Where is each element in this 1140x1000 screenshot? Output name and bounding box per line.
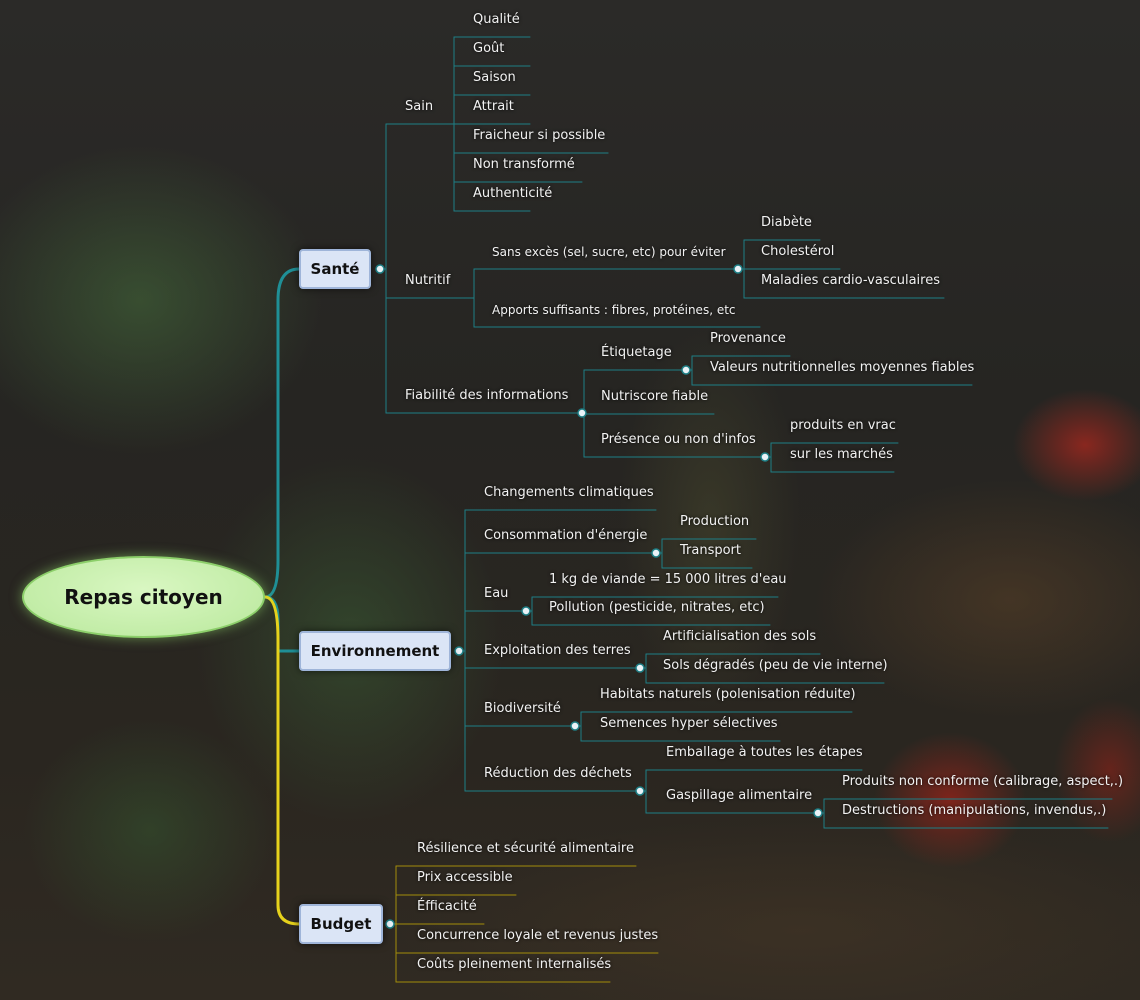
collapse-toggle-icon[interactable] bbox=[635, 663, 645, 673]
node-artificialisation[interactable]: Artificialisation des sols bbox=[663, 629, 817, 644]
collapse-toggle-icon[interactable] bbox=[570, 721, 580, 731]
node-changements-climatiques[interactable]: Changements climatiques bbox=[484, 485, 654, 500]
node-production[interactable]: Production bbox=[680, 514, 750, 529]
collapse-toggle-icon[interactable] bbox=[681, 365, 691, 375]
topic-sante-label: Santé bbox=[310, 260, 360, 278]
node-nutriscore[interactable]: Nutriscore fiable bbox=[601, 389, 709, 404]
topic-environnement[interactable]: Environnement bbox=[299, 631, 451, 671]
node-marches[interactable]: sur les marchés bbox=[790, 447, 893, 462]
node-efficacite[interactable]: Éfficacité bbox=[417, 899, 477, 914]
node-attrait[interactable]: Attrait bbox=[473, 99, 514, 114]
node-emballage[interactable]: Emballage à toutes les étapes bbox=[666, 745, 863, 760]
topic-budget[interactable]: Budget bbox=[299, 904, 383, 944]
collapse-toggle-icon[interactable] bbox=[577, 408, 587, 418]
node-pollution[interactable]: Pollution (pesticide, nitrates, etc) bbox=[549, 600, 765, 615]
node-sain[interactable]: Sain bbox=[405, 99, 434, 114]
node-gaspillage[interactable]: Gaspillage alimentaire bbox=[666, 788, 813, 803]
node-consommation-energie[interactable]: Consommation d'énergie bbox=[484, 528, 648, 543]
branch-sante bbox=[263, 267, 301, 599]
node-exploitation-terres[interactable]: Exploitation des terres bbox=[484, 643, 631, 658]
node-gout[interactable]: Goût bbox=[473, 41, 505, 56]
collapse-toggle-icon[interactable] bbox=[375, 264, 385, 274]
collapse-toggle-icon[interactable] bbox=[733, 264, 743, 274]
node-apports-suffisants[interactable]: Apports suffisants : fibres, protéines, … bbox=[492, 303, 736, 317]
node-fraicheur[interactable]: Fraicheur si possible bbox=[473, 128, 606, 143]
node-sols-degrades[interactable]: Sols dégradés (peu de vie interne) bbox=[663, 658, 888, 673]
collapse-toggle-icon[interactable] bbox=[635, 786, 645, 796]
node-biodiversite[interactable]: Biodiversité bbox=[484, 701, 561, 716]
collapse-toggle-icon[interactable] bbox=[454, 646, 464, 656]
node-diabete[interactable]: Diabète bbox=[761, 215, 812, 230]
branch-budget bbox=[263, 595, 301, 926]
collapse-toggle-icon[interactable] bbox=[651, 548, 661, 558]
collapse-toggle-icon[interactable] bbox=[813, 808, 823, 818]
node-maladies-cardio[interactable]: Maladies cardio-vasculaires bbox=[761, 273, 940, 288]
node-couts[interactable]: Coûts pleinement internalisés bbox=[417, 957, 612, 972]
node-sans-exces[interactable]: Sans excès (sel, sucre, etc) pour éviter bbox=[492, 245, 726, 259]
branch-environnement bbox=[263, 595, 301, 653]
node-etiquetage[interactable]: Étiquetage bbox=[601, 345, 672, 360]
node-provenance[interactable]: Provenance bbox=[710, 331, 786, 346]
node-non-transforme[interactable]: Non transformé bbox=[473, 157, 575, 172]
node-valeurs-nutritionnelles[interactable]: Valeurs nutritionnelles moyennes fiables bbox=[710, 360, 975, 375]
node-nutritif[interactable]: Nutritif bbox=[405, 273, 451, 288]
topic-sante[interactable]: Santé bbox=[299, 249, 371, 289]
node-transport[interactable]: Transport bbox=[680, 543, 742, 558]
node-presence-infos[interactable]: Présence ou non d'infos bbox=[601, 432, 756, 447]
node-resilience[interactable]: Résilience et sécurité alimentaire bbox=[417, 841, 634, 856]
node-saison[interactable]: Saison bbox=[473, 70, 516, 85]
node-semences[interactable]: Semences hyper sélectives bbox=[600, 716, 778, 731]
topic-environnement-label: Environnement bbox=[310, 642, 440, 660]
node-reduction-dechets[interactable]: Réduction des déchets bbox=[484, 766, 632, 781]
node-eau[interactable]: Eau bbox=[484, 586, 509, 601]
root-topic-label: Repas citoyen bbox=[64, 585, 223, 609]
node-prix-accessible[interactable]: Prix accessible bbox=[417, 870, 513, 885]
topic-budget-label: Budget bbox=[310, 915, 372, 933]
root-topic[interactable]: Repas citoyen bbox=[22, 556, 265, 638]
node-habitats[interactable]: Habitats naturels (polenisation réduite) bbox=[600, 687, 856, 702]
node-fiabilite[interactable]: Fiabilité des informations bbox=[405, 388, 569, 403]
node-qualite[interactable]: Qualité bbox=[473, 12, 520, 27]
node-cholesterol[interactable]: Cholestérol bbox=[761, 244, 835, 259]
node-concurrence[interactable]: Concurrence loyale et revenus justes bbox=[417, 928, 659, 943]
node-vrac[interactable]: produits en vrac bbox=[790, 418, 896, 433]
node-authenticite[interactable]: Authenticité bbox=[473, 186, 553, 201]
node-produits-non-conformes[interactable]: Produits non conforme (calibrage, aspect… bbox=[842, 774, 1124, 789]
collapse-toggle-icon[interactable] bbox=[385, 919, 395, 929]
collapse-toggle-icon[interactable] bbox=[521, 606, 531, 616]
node-kg-viande[interactable]: 1 kg de viande = 15 000 litres d'eau bbox=[549, 572, 787, 587]
collapse-toggle-icon[interactable] bbox=[760, 452, 770, 462]
node-destructions[interactable]: Destructions (manipulations, invendus,.) bbox=[842, 803, 1107, 818]
